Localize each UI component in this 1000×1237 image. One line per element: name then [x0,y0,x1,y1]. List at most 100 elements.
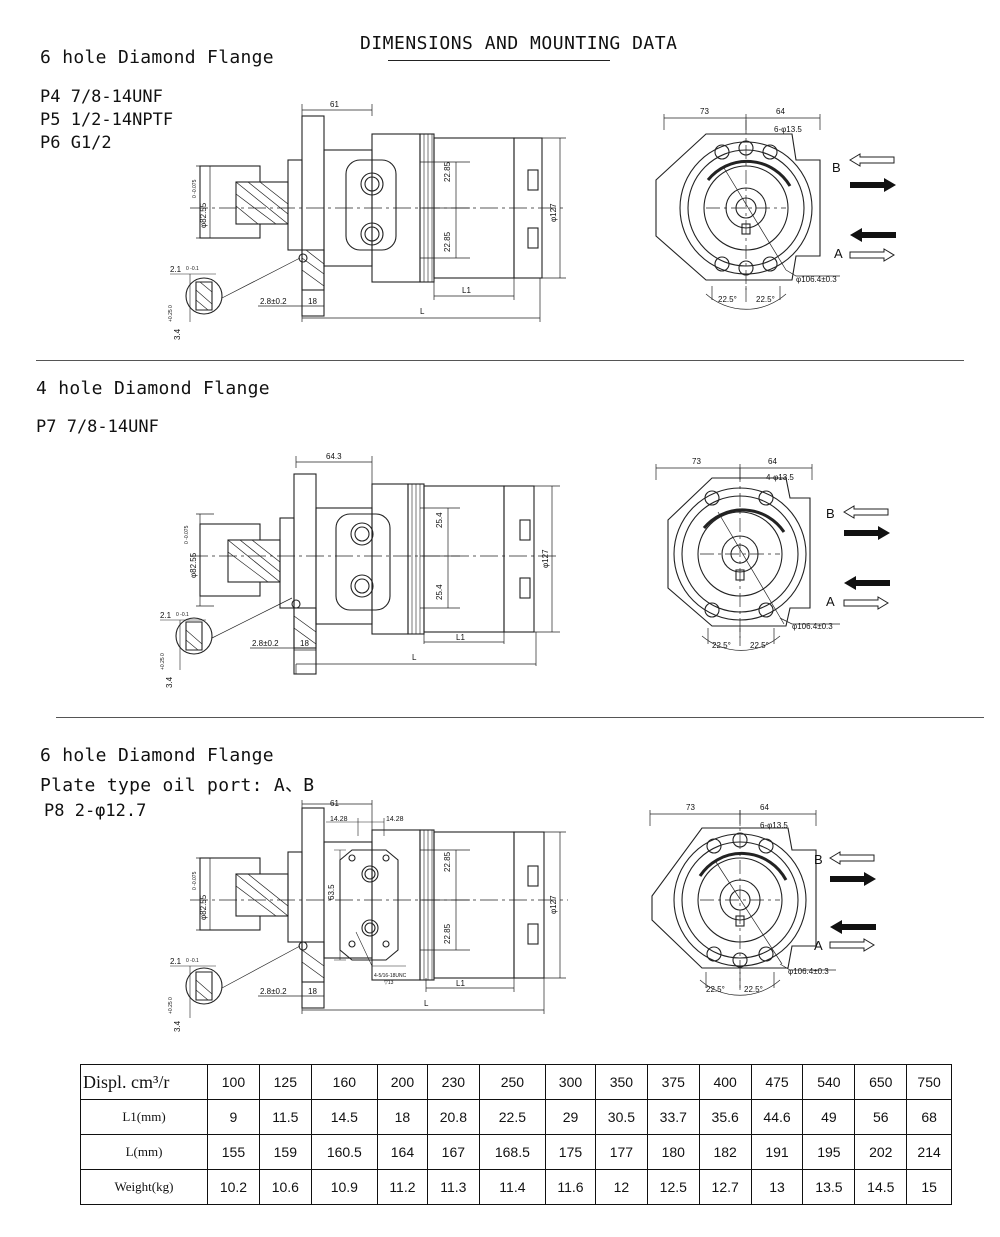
table-cell: 400 [698,1064,752,1100]
section-3-heading: 6 hole Diamond Flange [40,745,274,766]
dimension-label: L1 [456,979,465,988]
motor-drawing-4-hole: 64.3 25.4 25.4 φ127 φ82.55 0 -0.075 L1 L… [160,452,890,688]
dimension-label: 22.5° [718,295,737,304]
dimension-label: 2.8±0.2 [260,987,287,996]
table-cell: 650 [854,1064,908,1100]
table-cell: 100 [207,1064,260,1100]
table-cell: 15 [906,1169,952,1205]
table-cell: 13.5 [802,1169,856,1205]
dimension-label: 0 -0.075 [192,179,198,198]
dimension-label: 22.85 [443,923,452,944]
dimension-label: A [814,938,823,953]
table-cell: 750 [906,1064,952,1100]
dimension-label: 63.5 [327,884,336,900]
table-cell: 250 [478,1064,546,1100]
port-a [360,172,384,196]
table-cell: 350 [594,1064,648,1100]
table-cell: 191 [750,1134,804,1170]
dimension-label: φ127 [549,203,558,222]
dimension-label: 2.1 [170,265,182,274]
table-cell: 11.4 [478,1169,546,1205]
dimension-label: 18 [308,987,317,996]
end-bolt [527,169,539,191]
section-3-subheading: Plate type oil port: A、B [40,775,315,796]
row-label: L1(mm) [80,1099,208,1135]
table-cell: 475 [750,1064,804,1100]
table-cell: 12.5 [646,1169,700,1205]
dimension-label: B [814,852,823,867]
dimension-label: 6-φ13.5 [774,125,802,134]
table-cell: 20.8 [426,1099,480,1135]
table-cell: 125 [258,1064,312,1100]
dimension-label: ▽13 [384,980,394,986]
dimension-label: 22.85 [443,231,452,252]
table-cell: 29 [544,1099,596,1135]
section-1-ports: P4 7/8-14UNF P5 1/2-14NPTF P6 G1/2 [40,86,173,155]
table-cell: 155 [207,1134,260,1170]
key-detail-circle [185,277,223,315]
table-cell: 540 [802,1064,856,1100]
dimension-label: 0 -0.1 [186,266,199,272]
dimension-label: 2.1 [170,957,182,966]
page-title: DIMENSIONS AND MOUNTING DATA [360,33,678,54]
row-label: L(mm) [80,1134,208,1170]
table-cell: 18 [376,1099,428,1135]
dimension-label: 64 [760,803,769,812]
table-cell: 200 [376,1064,428,1100]
dimension-label: +0.25 0 [168,305,174,322]
dimension-label: L1 [462,286,471,295]
table-cell: 10.2 [207,1169,260,1205]
table-cell: 14.5 [310,1099,378,1135]
table-cell: 10.9 [310,1169,378,1205]
table-cell: 33.7 [646,1099,700,1135]
dimension-label: 64 [776,107,785,116]
dimension-label: φ127 [541,549,550,568]
table-cell: 167 [426,1134,480,1170]
title-underline [388,60,610,61]
table-cell: 11.2 [376,1169,428,1205]
dimension-label: A [826,594,835,609]
dimension-label: B [826,506,835,521]
dimension-label: φ106.4±0.3 [788,967,829,976]
arrow-in-icon [850,178,896,192]
port-spec: P8 2-φ12.7 [44,801,147,821]
arrow-out-icon [849,248,895,262]
dimension-label: 64 [768,457,777,466]
table-cell: 35.6 [698,1099,752,1135]
section-1-heading: 6 hole Diamond Flange [40,47,274,68]
table-cell: 180 [646,1134,700,1170]
dimension-label: 64.3 [326,452,342,461]
table-cell: 68 [906,1099,952,1135]
dimension-label: +0.25 0 [168,997,174,1014]
dimension-label: L [412,653,417,662]
end-bolt [527,227,539,249]
dimension-label: 6-φ13.5 [760,821,788,830]
dimension-label: 14.28 [386,816,404,823]
section-3-ports: P8 2-φ12.7 [44,800,146,823]
table-cell: 12 [594,1169,648,1205]
mounting-flange [301,115,325,317]
table-cell: 160.5 [310,1134,378,1170]
dimension-label: L [424,999,429,1008]
table-cell: 195 [802,1134,856,1170]
pilot [287,159,303,251]
table-cell: 11.6 [544,1169,596,1205]
port-spec: P7 7/8-14UNF [36,417,159,437]
bolt-hole [762,144,778,160]
dimension-label: 4-φ13.5 [766,473,794,482]
table-cell: 230 [426,1064,480,1100]
row-label: Displ. cm³/r [80,1064,208,1100]
row-label: Weight(kg) [80,1169,208,1205]
table-cell: 182 [698,1134,752,1170]
port-spec: P5 1/2-14NPTF [40,110,174,130]
port-boss [345,159,397,251]
port-spec: P6 G1/2 [40,133,112,153]
dimension-label: φ127 [549,895,558,914]
table-cell: 175 [544,1134,596,1170]
dimension-label: 61 [330,799,339,808]
dimension-label: φ82.55 [199,894,208,920]
